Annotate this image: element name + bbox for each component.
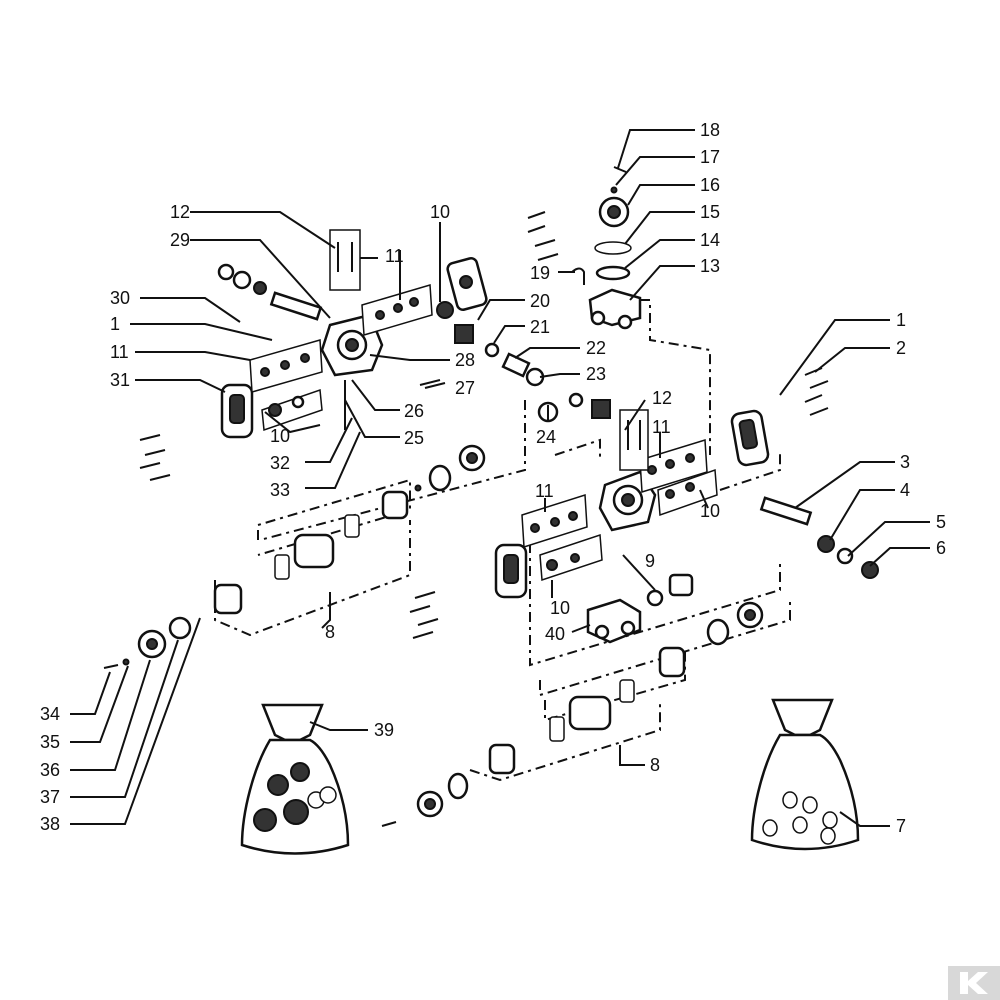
callout-6: 6 bbox=[936, 538, 946, 558]
callout-27: 27 bbox=[455, 378, 475, 398]
callout-19: 19 bbox=[530, 263, 550, 283]
callout-1-left: 1 bbox=[110, 314, 120, 334]
callout-23: 23 bbox=[586, 364, 606, 384]
callout-8-upper: 8 bbox=[325, 622, 335, 642]
top-valve-assembly bbox=[571, 166, 642, 330]
callout-11-center: 11 bbox=[652, 417, 671, 437]
callout-13: 13 bbox=[700, 256, 720, 276]
callout-4: 4 bbox=[900, 480, 910, 500]
callout-11-center-left: 11 bbox=[535, 481, 554, 501]
callout-31: 31 bbox=[110, 370, 130, 390]
callout-26: 26 bbox=[404, 401, 424, 421]
callout-40: 40 bbox=[545, 624, 565, 644]
callout-38: 38 bbox=[40, 814, 60, 834]
callout-20: 20 bbox=[530, 291, 550, 311]
callout-10-upper: 10 bbox=[430, 202, 450, 222]
callout-18: 18 bbox=[700, 120, 720, 140]
callout-17: 17 bbox=[700, 147, 720, 167]
callout-28: 28 bbox=[455, 350, 475, 370]
upper-left-pump-head bbox=[139, 211, 559, 481]
callout-10-center: 10 bbox=[700, 501, 720, 521]
callout-8-lower: 8 bbox=[650, 755, 660, 775]
callout-34: 34 bbox=[40, 704, 60, 724]
callout-10-left: 10 bbox=[270, 426, 290, 446]
callout-12-center: 12 bbox=[652, 388, 672, 408]
callout-9: 9 bbox=[645, 551, 655, 571]
callout-24: 24 bbox=[536, 427, 556, 447]
callout-11-upper: 11 bbox=[385, 246, 404, 266]
callout-10-center-left: 10 bbox=[550, 598, 570, 618]
callout-25: 25 bbox=[404, 428, 424, 448]
callout-3: 3 bbox=[900, 452, 910, 472]
callout-16: 16 bbox=[700, 175, 720, 195]
callout-22: 22 bbox=[586, 338, 606, 358]
brand-logo-mark bbox=[948, 966, 1000, 1000]
callout-29: 29 bbox=[170, 230, 190, 250]
callout-35: 35 bbox=[40, 732, 60, 752]
center-pump-head bbox=[409, 367, 879, 644]
leader-lines bbox=[70, 129, 930, 827]
callout-7: 7 bbox=[896, 816, 906, 836]
callout-5: 5 bbox=[936, 512, 946, 532]
callout-36: 36 bbox=[40, 760, 60, 780]
callout-21: 21 bbox=[530, 317, 550, 337]
callout-11-left: 11 bbox=[110, 342, 129, 362]
piston-group-upper bbox=[103, 444, 486, 669]
callout-39: 39 bbox=[374, 720, 394, 740]
callout-1-right: 1 bbox=[896, 310, 906, 330]
callout-15: 15 bbox=[700, 202, 720, 222]
piston-group-lower bbox=[381, 601, 764, 827]
callout-33: 33 bbox=[270, 480, 290, 500]
callout-2: 2 bbox=[896, 338, 906, 358]
callout-14: 14 bbox=[700, 230, 720, 250]
callout-12-left: 12 bbox=[170, 202, 190, 222]
callout-32: 32 bbox=[270, 453, 290, 473]
callout-labels: 18 17 16 15 14 13 19 20 21 22 23 24 10 1… bbox=[40, 120, 946, 836]
callout-30: 30 bbox=[110, 288, 130, 308]
bag-7 bbox=[750, 698, 860, 851]
bag-39 bbox=[240, 703, 350, 855]
callout-37: 37 bbox=[40, 787, 60, 807]
